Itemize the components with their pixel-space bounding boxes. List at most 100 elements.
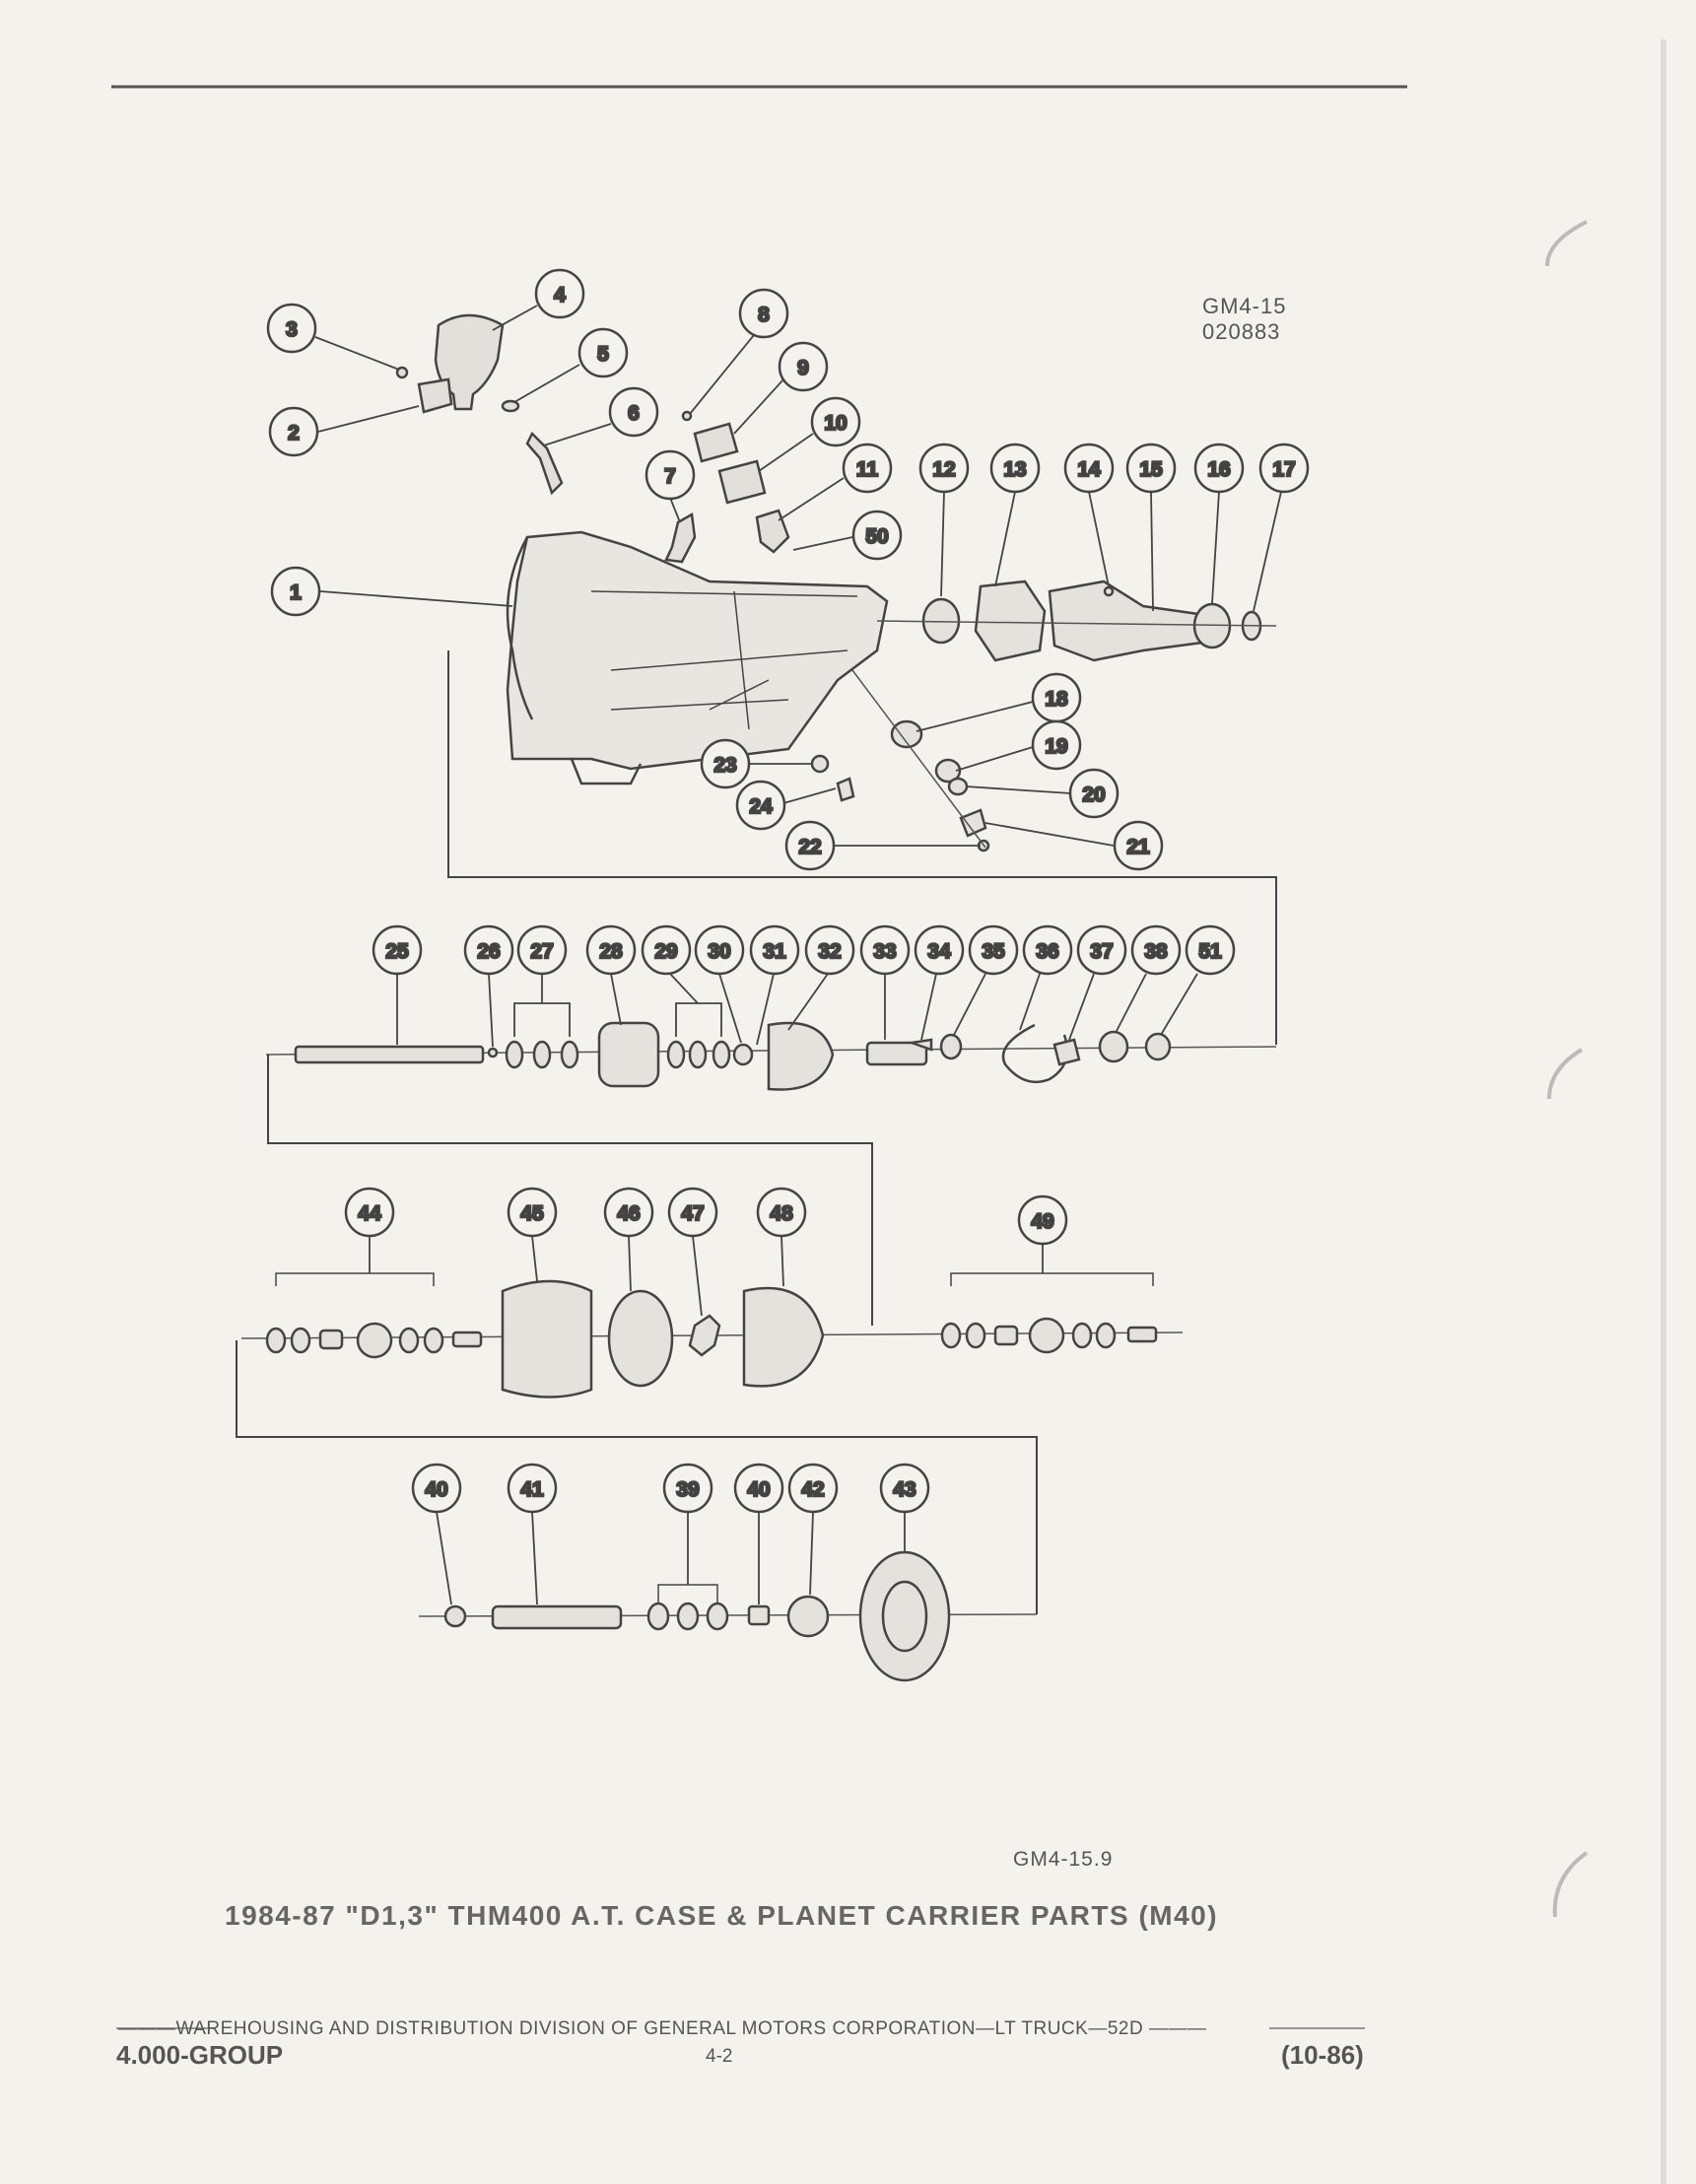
callout-39: 39 bbox=[662, 1463, 713, 1585]
callout-49: 49 bbox=[1017, 1194, 1068, 1273]
callout-label: 21 bbox=[1126, 836, 1150, 858]
footer-revision-date: (10-86) bbox=[1281, 2040, 1364, 2070]
callout-label: 14 bbox=[1077, 458, 1101, 481]
callout-label: 9 bbox=[797, 357, 809, 379]
section-bracket-1 bbox=[447, 650, 1277, 1045]
callout-label: 26 bbox=[477, 940, 500, 963]
callout-3: 3 bbox=[266, 303, 400, 371]
callout-label: 19 bbox=[1045, 735, 1067, 758]
footer-page-number: 4-2 bbox=[706, 2046, 733, 2067]
callout-34: 34 bbox=[914, 924, 965, 1041]
callout-21: 21 bbox=[984, 820, 1164, 871]
callout-label: 17 bbox=[1272, 458, 1295, 481]
callout-22: 22 bbox=[784, 820, 981, 871]
callout-label: 22 bbox=[798, 836, 821, 858]
footer-publisher-line: ———WAREHOUSING AND DISTRIBUTION DIVISION… bbox=[118, 2018, 1207, 2039]
callout-9: 9 bbox=[733, 341, 829, 435]
section-bracket-3 bbox=[236, 1340, 1038, 1614]
transmission-case bbox=[506, 530, 889, 785]
callout-label: 45 bbox=[520, 1202, 544, 1225]
figure-code: GM4-15 bbox=[1202, 294, 1287, 318]
callout-label: 23 bbox=[713, 754, 736, 777]
callout-label: 37 bbox=[1090, 940, 1113, 963]
callout-6: 6 bbox=[543, 386, 659, 446]
callout-label: 30 bbox=[708, 940, 730, 963]
callout-41: 41 bbox=[507, 1463, 558, 1605]
callout-15: 15 bbox=[1125, 443, 1177, 612]
callout-37: 37 bbox=[1068, 924, 1127, 1041]
callout-label: 28 bbox=[599, 940, 623, 963]
footer-group-number: 4.000-GROUP bbox=[116, 2040, 284, 2070]
callout-40b: 40 bbox=[733, 1463, 784, 1604]
callout-10: 10 bbox=[758, 396, 861, 472]
callout-1: 1 bbox=[270, 566, 513, 617]
callout-11: 11 bbox=[778, 443, 893, 521]
callout-label: 43 bbox=[893, 1478, 916, 1501]
callout-25: 25 bbox=[372, 924, 423, 1045]
callout-label: 50 bbox=[865, 525, 888, 548]
callout-label: 24 bbox=[749, 795, 773, 818]
callout-label: 33 bbox=[873, 940, 896, 963]
callout-label: 39 bbox=[676, 1478, 699, 1501]
callout-43: 43 bbox=[879, 1463, 930, 1552]
callout-24: 24 bbox=[735, 780, 837, 831]
callout-label: 15 bbox=[1139, 458, 1163, 481]
planet-carrier-row bbox=[240, 1272, 1184, 1399]
callout-8: 8 bbox=[689, 288, 789, 415]
callout-label: 35 bbox=[982, 940, 1005, 963]
callout-46: 46 bbox=[603, 1187, 654, 1292]
callout-label: 16 bbox=[1207, 458, 1230, 481]
callout-label: 47 bbox=[681, 1202, 704, 1225]
callout-label: 4 bbox=[554, 284, 566, 307]
callout-balloons: 1 2 3 4 5 bbox=[266, 268, 1310, 1605]
callout-36: 36 bbox=[1019, 924, 1073, 1031]
callout-27: 27 bbox=[513, 924, 571, 1037]
callout-label: 31 bbox=[763, 940, 786, 963]
main-shaft-row bbox=[418, 1550, 1038, 1682]
callout-47: 47 bbox=[667, 1187, 718, 1317]
callout-4: 4 bbox=[492, 268, 585, 331]
figure-caption: 1984-87 "D1,3" THM400 A.T. CASE & PLANET… bbox=[225, 1900, 1219, 1931]
speedometer-parts bbox=[810, 669, 990, 853]
callout-label: 18 bbox=[1045, 688, 1068, 711]
callout-40a: 40 bbox=[411, 1463, 462, 1605]
binder-holes bbox=[1545, 220, 1589, 1918]
section-bracket-2 bbox=[267, 1055, 873, 1326]
callout-31: 31 bbox=[749, 924, 800, 1046]
callout-label: 10 bbox=[824, 412, 847, 435]
callout-label: 38 bbox=[1144, 940, 1168, 963]
callout-label: 40 bbox=[425, 1478, 447, 1501]
callout-2: 2 bbox=[268, 405, 420, 457]
callout-label: 34 bbox=[927, 940, 951, 963]
callout-12: 12 bbox=[918, 443, 970, 597]
callout-26: 26 bbox=[463, 924, 514, 1048]
callout-44: 44 bbox=[344, 1187, 395, 1273]
callout-label: 48 bbox=[770, 1202, 793, 1225]
callout-label: 11 bbox=[856, 458, 879, 481]
callout-label: 49 bbox=[1031, 1210, 1053, 1233]
extension-housing-parts bbox=[876, 580, 1277, 662]
callout-33: 33 bbox=[859, 924, 911, 1040]
callout-14: 14 bbox=[1063, 443, 1115, 587]
callout-7: 7 bbox=[644, 449, 696, 523]
callout-label: 1 bbox=[290, 581, 302, 604]
callout-5: 5 bbox=[513, 327, 629, 403]
output-shaft-row bbox=[265, 1021, 1277, 1091]
callout-label: 29 bbox=[654, 940, 677, 963]
callout-label: 5 bbox=[597, 343, 609, 366]
callout-label: 25 bbox=[385, 940, 409, 963]
callout-label: 2 bbox=[288, 422, 300, 444]
callout-label: 8 bbox=[758, 304, 770, 326]
callout-23: 23 bbox=[700, 738, 813, 789]
callout-label: 44 bbox=[358, 1202, 381, 1225]
callout-20: 20 bbox=[965, 768, 1119, 819]
modulator-parts bbox=[395, 313, 790, 564]
callout-label: 27 bbox=[530, 940, 553, 963]
callout-label: 41 bbox=[520, 1478, 544, 1501]
callout-label: 51 bbox=[1198, 940, 1222, 963]
callout-32: 32 bbox=[787, 924, 855, 1031]
callout-label: 46 bbox=[617, 1202, 640, 1225]
callout-label: 32 bbox=[818, 940, 841, 963]
